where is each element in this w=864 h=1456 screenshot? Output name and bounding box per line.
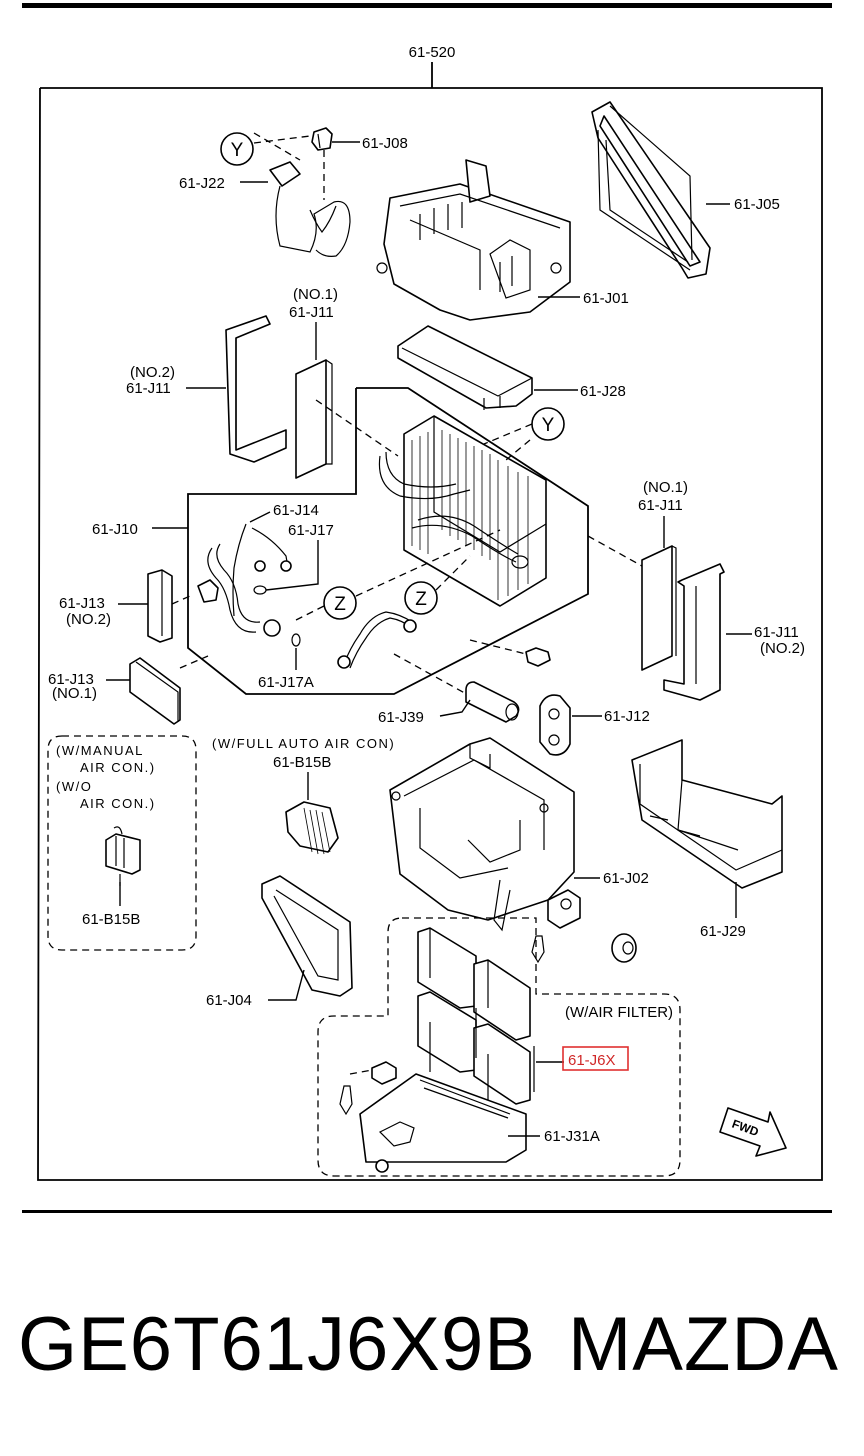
part-61-j13-no1[interactable] [129, 657, 181, 725]
fwd-arrow-icon: FWD [719, 1107, 787, 1157]
part-liquid-pipe[interactable] [337, 611, 417, 669]
variant-box-manual [47, 735, 197, 951]
callout-z-left: Z [323, 586, 357, 620]
assembly-frame [37, 87, 823, 1181]
label-61-j02: 61-J02 [603, 870, 649, 887]
label-61-j39: 61-J39 [378, 709, 424, 726]
label-61-j11-no2-tag: (NO.2) [130, 364, 175, 381]
label-61-j6x[interactable]: 61-J6X [568, 1052, 616, 1069]
label-61-j22: 61-J22 [179, 175, 225, 192]
part-61-b15b-auto[interactable] [285, 801, 339, 855]
label-61-j11-no1-tag: (NO.1) [293, 286, 338, 303]
part-number: GE6T61J6X9B [18, 1302, 536, 1387]
part-61-j17a[interactable] [291, 633, 301, 647]
bottom-rule [22, 1210, 832, 1213]
note-wo-line2: AIR CON.) [80, 796, 156, 811]
note-manual-line1: (W/MANUAL [56, 743, 144, 758]
label-61-j10: 61-J10 [92, 521, 138, 538]
label-61-j11-right-no2-tag: (NO.2) [760, 640, 805, 657]
label-61-j17a: 61-J17A [258, 674, 314, 691]
brand-name: MAZDA [568, 1302, 839, 1387]
label-61-j13-no2-tag: (NO.2) [66, 611, 111, 628]
j10-kit-outline [187, 387, 589, 695]
note-wo-line1: (W/O [56, 779, 92, 794]
variant-box-air-filter [317, 917, 681, 1177]
label-61-j11-right-no1: 61-J11 [638, 497, 683, 514]
caption-bar: GE6T61J6X9B MAZDA [0, 1290, 864, 1410]
part-screw-b[interactable] [339, 1085, 353, 1116]
note-manual-line2: AIR CON.) [80, 760, 156, 775]
label-61-j13-no1-tag: (NO.1) [52, 685, 97, 702]
highlight-box-61-j6x [562, 1046, 629, 1071]
svg-text:Y: Y [542, 415, 555, 436]
label-61-j01: 61-J01 [583, 290, 629, 307]
assembly-label: 61-520 [409, 44, 456, 61]
label-61-j11-right-no1-tag: (NO.1) [643, 479, 688, 496]
part-blower-motor-stub[interactable] [547, 889, 581, 929]
part-61-j11-no1-right[interactable] [641, 545, 677, 671]
part-j13-clip[interactable] [197, 579, 219, 603]
callout-z-right: Z [404, 581, 438, 615]
note-air-filter: (W/AIR FILTER) [565, 1004, 673, 1021]
part-air-filter-element[interactable] [417, 927, 535, 1105]
part-61-j08[interactable] [311, 127, 333, 151]
label-61-j28: 61-J28 [580, 383, 626, 400]
part-61-j22[interactable] [269, 161, 351, 257]
part-61-j11-no2-left[interactable] [225, 315, 287, 463]
part-61-j13-no2[interactable] [147, 569, 173, 643]
part-grommet[interactable] [611, 933, 637, 963]
part-61-b15b-manual[interactable] [105, 826, 141, 886]
part-61-j31a[interactable] [359, 1073, 527, 1163]
part-61-j39[interactable] [465, 681, 520, 723]
callout-y-lower: Y [531, 407, 565, 441]
part-61-j12[interactable] [539, 694, 571, 756]
label-61-j11-no1: 61-J11 [289, 304, 334, 321]
label-61-j11-right-no2: 61-J11 [754, 624, 799, 641]
part-61-j11-no2-right[interactable] [663, 563, 725, 701]
label-61-b15b-top: 61-B15B [273, 754, 331, 771]
part-61-j11-no1-left[interactable] [295, 359, 333, 479]
part-screw-c[interactable] [375, 1159, 389, 1173]
label-61-j08: 61-J08 [362, 135, 408, 152]
part-61-j01[interactable] [376, 159, 571, 321]
part-small-nut[interactable] [525, 647, 551, 667]
exploded-parts-diagram: 61-520 Y 61-J08 61-J22 61-J05 [22, 3, 832, 1213]
part-evaporator-core[interactable] [378, 415, 547, 607]
label-61-b15b-bottom: 61-B15B [82, 911, 140, 928]
label-61-j11-no2: 61-J11 [126, 380, 171, 397]
part-screw-a[interactable] [531, 935, 545, 964]
label-61-j29: 61-J29 [700, 923, 746, 940]
part-61-j14[interactable] [207, 523, 292, 637]
label-61-j31a: 61-J31A [544, 1128, 600, 1145]
label-61-j14: 61-J14 [273, 502, 319, 519]
top-rule [22, 3, 832, 8]
part-61-j04[interactable] [261, 875, 353, 997]
part-61-j28[interactable] [397, 325, 533, 410]
svg-text:Z: Z [415, 589, 427, 610]
svg-text:Y: Y [231, 140, 244, 161]
part-61-j05[interactable] [591, 101, 711, 279]
part-clip-top[interactable] [371, 1061, 397, 1085]
label-61-j05: 61-J05 [734, 196, 780, 213]
part-61-j02[interactable] [389, 737, 575, 932]
part-61-j29[interactable] [631, 739, 783, 889]
label-61-j17: 61-J17 [288, 522, 334, 539]
label-61-j13-no1: 61-J13 [48, 671, 94, 688]
label-61-j04: 61-J04 [206, 992, 252, 1009]
callout-y-upper: Y [220, 132, 254, 166]
svg-text:Z: Z [334, 594, 346, 615]
note-full-auto: (W/FULL AUTO AIR CON) [212, 736, 395, 751]
label-61-j13-no2: 61-J13 [59, 595, 105, 612]
label-61-j12: 61-J12 [604, 708, 650, 725]
